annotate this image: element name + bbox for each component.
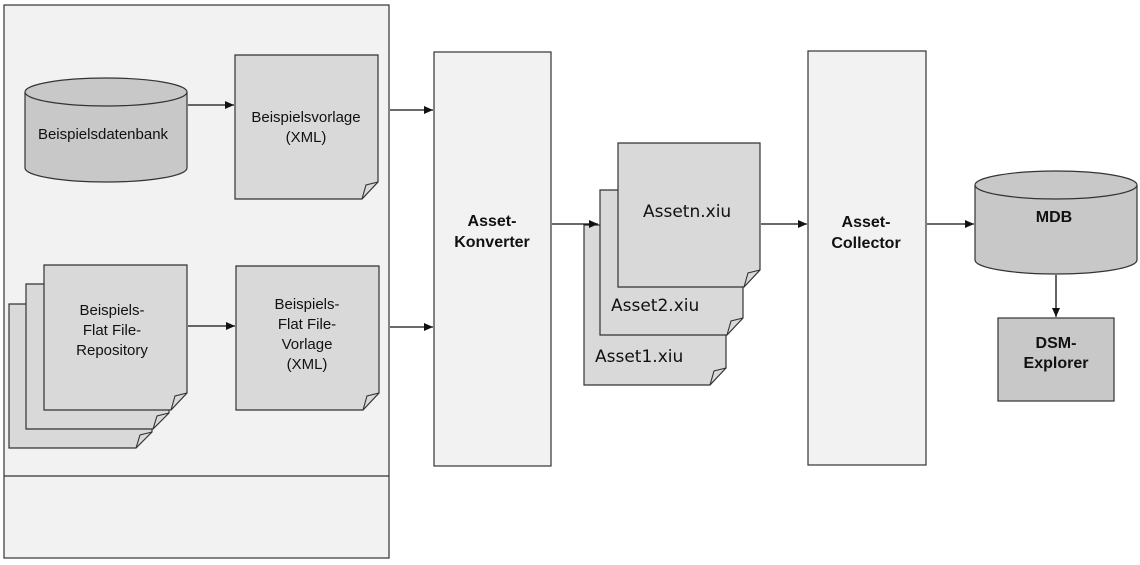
asset2-label: Asset2.xiu [611,296,699,316]
flatfile-vorlage-label-3: Vorlage [282,336,333,353]
mdb-label: MDB [1036,209,1072,226]
repository-label-3: Repository [76,342,148,359]
asset-collector-label-2: Collector [831,235,900,252]
repository-label-1: Beispiels- [79,302,144,319]
doc-flatfile-vorlage: Beispiels- Flat File- Vorlage (XML) [235,265,380,411]
db-beispielsdatenbank-label: Beispielsdatenbank [38,126,169,143]
box-dsm-explorer: DSM- Explorer [997,317,1115,402]
dsm-explorer-label-2: Explorer [1024,355,1089,372]
db-mdb: MDB [974,170,1138,275]
doc-beispielsvorlage-label-1: Beispielsvorlage [251,109,360,126]
asset-konverter-label-1: Asset- [468,213,517,230]
db-beispielsdatenbank: Beispielsdatenbank [24,77,188,183]
asset-konverter-label-2: Konverter [454,234,530,251]
doc-beispielsvorlage: Beispielsvorlage (XML) [234,54,379,200]
flatfile-vorlage-label-4: (XML) [287,356,328,373]
asset-collector-label-1: Asset- [842,214,891,231]
doc-beispielsvorlage-label-2: (XML) [286,129,327,146]
process-asset-konverter: Asset- Konverter [433,51,552,467]
assetn-label: Assetn.xiu [643,202,731,222]
doc-asset-stack: Assetn.xiu Asset2.xiu Asset1.xiu [583,142,761,386]
process-asset-collector: Asset- Collector [807,50,927,466]
asset1-label: Asset1.xiu [595,347,683,367]
repository-label-2: Flat File- [83,322,141,339]
doc-flatfile-repository: Beispiels- Flat File- Repository [8,264,188,449]
dsm-explorer-label-1: DSM- [1036,335,1077,352]
flatfile-vorlage-label-1: Beispiels- [274,296,339,313]
flatfile-vorlage-label-2: Flat File- [278,316,336,333]
repository-page-front [43,264,188,411]
assetn-page [617,142,761,288]
